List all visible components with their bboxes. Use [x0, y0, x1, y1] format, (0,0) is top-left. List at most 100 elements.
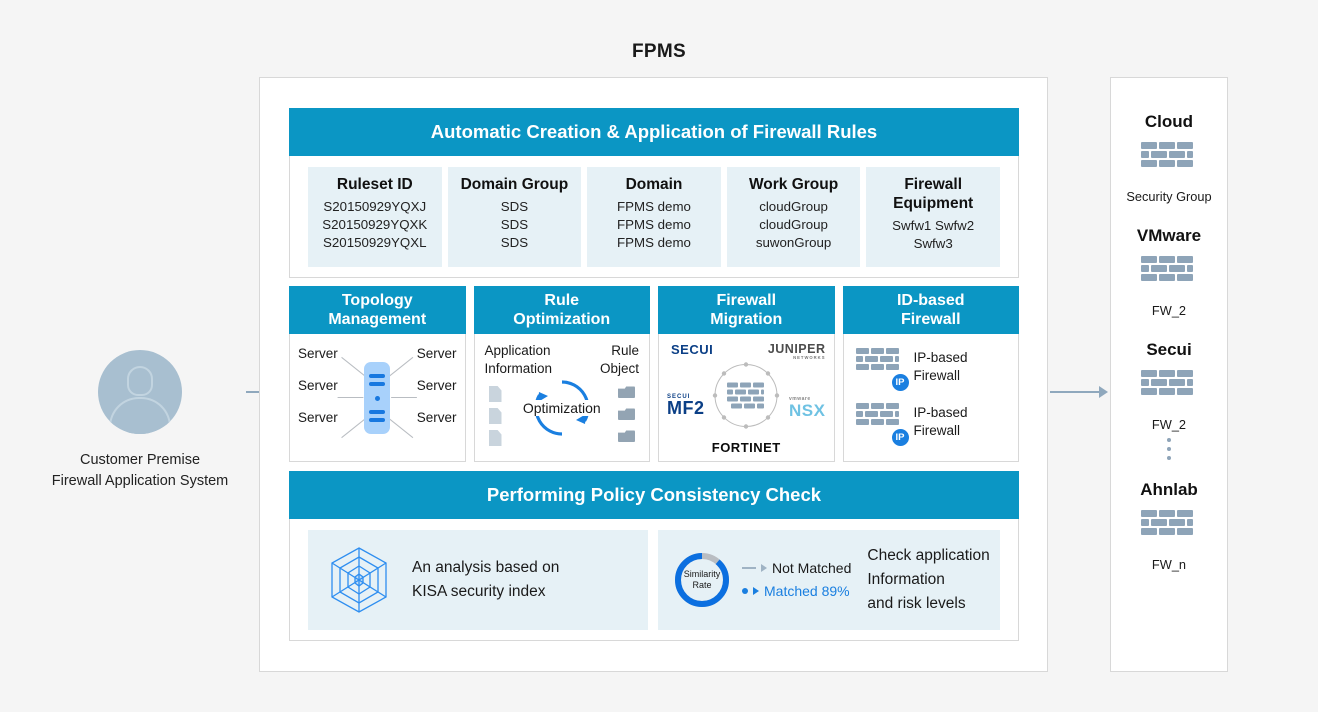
panel-header-line1: Topology: [341, 292, 413, 309]
section-policy-consistency: Performing Policy Consistency Check: [289, 471, 1019, 641]
fpms-main-container: Automatic Creation & Application of Fire…: [259, 77, 1048, 672]
target-item-title: Secui: [1146, 340, 1192, 359]
server-rack-icon: [364, 361, 391, 434]
list-item[interactable]: IP IP-based Firewall: [855, 346, 1019, 392]
domain-group-column[interactable]: Domain Group SDS SDS SDS: [447, 166, 582, 267]
vertical-dots-icon: [1167, 438, 1171, 460]
document-icon-group: [488, 386, 502, 452]
column-title: Work Group: [748, 175, 839, 193]
target-item-secui[interactable]: Secui FW_2: [1141, 340, 1197, 432]
topology-diagram: Server Server Server Server Server Serve…: [290, 334, 465, 461]
list-item: cloudGroup: [759, 216, 828, 232]
migration-vendor-diagram: SECUI JUNIPER NETWORKS SECUI MF2 vmware …: [659, 334, 834, 461]
panel-header-line2: Management: [328, 311, 427, 328]
ruleset-id-column[interactable]: Ruleset ID S20150929YQXJ S20150929YQXK S…: [308, 166, 442, 267]
list-item: Swfw1 Swfw2: [892, 217, 975, 233]
target-item-title: Cloud: [1144, 112, 1194, 131]
target-item-sub: FW_2: [1151, 417, 1187, 432]
column-items: Swfw1 Swfw2 Swfw3: [892, 217, 974, 253]
kisa-analysis-card[interactable]: An analysis based on KISA security index: [308, 529, 648, 630]
panel-id-based-firewall-header: ID-based Firewall: [842, 286, 1019, 334]
column-items: FPMS demo FPMS demo FPMS demo: [617, 198, 691, 252]
target-item-sub: Security Group: [1126, 189, 1212, 204]
target-firewalls-panel: Cloud Security Group VMware: [1110, 77, 1228, 672]
vmware-nsx-logo: vmware NSX: [789, 396, 826, 420]
legend-item-not-matched: Not Matched: [742, 560, 851, 576]
panel-header-line2: Optimization: [513, 311, 611, 328]
list-item: SDS: [500, 234, 529, 250]
panel-firewall-migration-body: SECUI JUNIPER NETWORKS SECUI MF2 vmware …: [658, 334, 835, 462]
target-item-sub: FW_2: [1151, 303, 1187, 318]
list-item: S20150929YQXJ: [323, 198, 427, 214]
panel-firewall-migration[interactable]: Firewall Migration SECUI JUNIPER NETWORK…: [658, 286, 835, 462]
list-item: S20150929YQXL: [323, 234, 427, 250]
list-item: SDS: [500, 216, 529, 232]
list-item: suwonGroup: [755, 234, 832, 250]
donut-center-label: Similarity Rate: [683, 568, 721, 590]
secui-logo: SECUI: [671, 342, 714, 357]
list-item: FPMS demo: [617, 198, 691, 214]
topology-links: [337, 356, 417, 439]
server-label: Server: [416, 378, 457, 393]
firewall-equipment-column[interactable]: Firewall Equipment Swfw1 Swfw2 Swfw3: [866, 166, 1000, 267]
domain-column[interactable]: Domain FPMS demo FPMS demo FPMS demo: [587, 166, 721, 267]
panel-rule-optimization[interactable]: Rule Optimization Application Informatio…: [473, 286, 650, 462]
list-item: FPMS demo: [617, 216, 691, 232]
firewall-brick-icon: [1141, 370, 1193, 395]
juniper-logo: JUNIPER NETWORKS: [767, 342, 826, 360]
rule-optimization-diagram: Application Information Rule Object: [475, 334, 650, 461]
list-item: cloudGroup: [759, 198, 828, 214]
panel-topology-header: Topology Management: [289, 286, 466, 334]
server-label: Server: [298, 346, 338, 361]
column-title: Firewall Equipment: [893, 175, 974, 212]
target-item-cloud[interactable]: Cloud Security Group: [1126, 112, 1211, 204]
target-item-sub: FW_n: [1151, 557, 1187, 572]
panel-id-based-firewall[interactable]: ID-based Firewall: [842, 286, 1019, 462]
panel-header-line2: Firewall: [900, 311, 961, 328]
section-automatic-rules-header: Automatic Creation & Application of Fire…: [289, 108, 1019, 156]
check-application-text: Check application Information and risk l…: [867, 546, 990, 612]
column-title: Domain Group: [460, 175, 569, 193]
arrow-right-icon-right: [1050, 386, 1108, 398]
panel-header-line1: Rule: [544, 292, 580, 309]
user-avatar-icon: [98, 350, 182, 434]
firewall-brick-icon: [709, 358, 783, 437]
secui-mf2-logo: SECUI MF2: [667, 394, 705, 418]
document-icon: [488, 430, 502, 446]
kisa-analysis-text: An analysis based on KISA security index: [412, 558, 560, 600]
target-item-title: VMware: [1136, 226, 1202, 245]
fortinet-logo: FORTINET: [711, 440, 781, 455]
folder-icon: [618, 386, 635, 398]
optimization-label: Optimization: [521, 400, 602, 416]
server-label: Server: [298, 378, 338, 393]
target-item-ahnlab[interactable]: Ahnlab FW_n: [1140, 480, 1198, 572]
similarity-check-card[interactable]: Similarity Rate Not Matched: [658, 529, 1000, 630]
column-title: Ruleset ID: [336, 175, 413, 193]
ip-badge: IP: [890, 373, 910, 392]
page-title: FPMS: [632, 41, 686, 62]
work-group-column[interactable]: Work Group cloudGroup cloudGroup suwonGr…: [726, 166, 861, 267]
customer-premise-actor: Customer Premise Firewall Application Sy…: [34, 350, 246, 492]
id-firewall-list: IP IP-based Firewall: [844, 334, 1019, 447]
target-item-vmware[interactable]: VMware FW_2: [1137, 226, 1201, 318]
document-icon: [488, 386, 502, 402]
actor-caption-line1: Customer Premise: [79, 452, 201, 468]
panel-firewall-migration-header: Firewall Migration: [658, 286, 835, 334]
panel-topology-management[interactable]: Topology Management: [289, 286, 466, 462]
list-item[interactable]: IP IP-based Firewall: [855, 401, 1019, 447]
list-item: Swfw3: [913, 235, 953, 251]
legend-label: Matched 89%: [764, 583, 850, 599]
list-item: SDS: [500, 198, 529, 214]
id-firewall-label: IP-based Firewall: [913, 404, 968, 438]
similarity-legend: Not Matched Matched 89%: [742, 560, 851, 599]
folder-icon-group: [618, 386, 635, 452]
firewall-ip-icon: IP: [855, 401, 910, 447]
rule-optimization-labels: Application Information Rule Object: [475, 342, 650, 378]
server-label: Server: [416, 410, 457, 425]
section-automatic-rules: Automatic Creation & Application of Fire…: [289, 108, 1019, 278]
target-item-title: Ahnlab: [1140, 480, 1198, 499]
panel-topology-body: Server Server Server Server Server Serve…: [289, 334, 466, 462]
legend-arrow-icon: [761, 564, 767, 572]
ip-badge: IP: [890, 428, 910, 447]
server-label: Server: [298, 410, 338, 425]
